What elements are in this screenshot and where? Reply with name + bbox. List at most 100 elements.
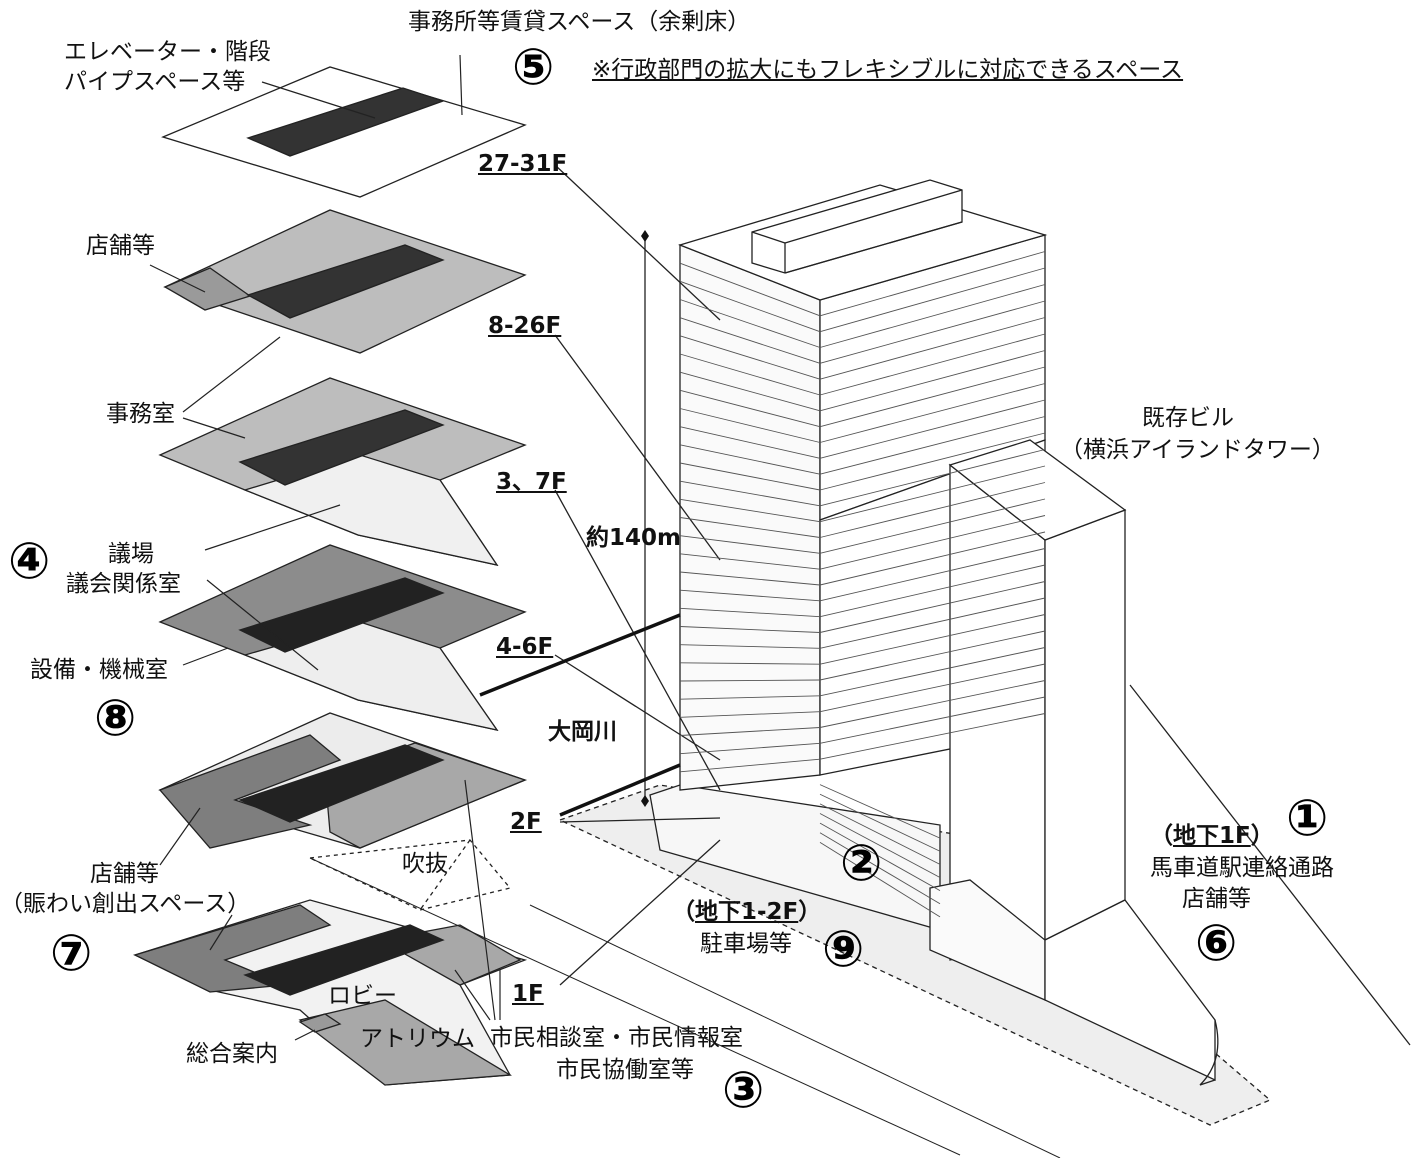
tower-left-floor-line bbox=[679, 589, 821, 602]
floor-plate-2f bbox=[158, 712, 527, 911]
tower-left-floor-line bbox=[679, 426, 821, 459]
tower-left-floor-line bbox=[679, 389, 821, 428]
assembly-label-line1: 議場 bbox=[108, 541, 154, 567]
marker-2: ② bbox=[840, 834, 883, 892]
passage-label-line3: 店舗等 bbox=[1182, 886, 1251, 912]
passage-label-line1: （地下1F） bbox=[1150, 823, 1274, 849]
tower-left-floor-line bbox=[679, 571, 821, 586]
shops-upper-label: 店舗等 bbox=[86, 233, 155, 259]
floor-plate-1f bbox=[133, 899, 528, 1086]
tower-right-floor-line bbox=[819, 482, 1046, 538]
floor-label-1f: 1F bbox=[512, 981, 544, 1007]
podium-floor-line bbox=[819, 784, 941, 839]
marker-4: ④ bbox=[8, 532, 51, 590]
existing-building-line1: 既存ビル bbox=[1142, 405, 1234, 431]
tower-left-floor-line bbox=[679, 371, 821, 412]
tower-left-floor-line bbox=[679, 758, 821, 773]
tower-left-floor-line bbox=[679, 480, 821, 507]
tower-left-floor-line bbox=[679, 553, 821, 570]
tower-right-floor-line bbox=[819, 333, 1046, 396]
marker-5: ⑤ bbox=[512, 38, 555, 96]
tower-left-floor-line bbox=[679, 262, 821, 317]
tower-right-floor-line bbox=[819, 416, 1046, 475]
elevator-label-line2: パイプスペース等 bbox=[64, 69, 246, 95]
tower-floor-lines bbox=[679, 251, 1046, 918]
marker-8: ⑧ bbox=[94, 689, 137, 747]
tower-right-floor-line bbox=[819, 300, 1046, 364]
tower-left-floor-line bbox=[679, 498, 821, 523]
marker-1: ① bbox=[1286, 789, 1329, 847]
assembly-label-line2: 議会関係室 bbox=[66, 571, 181, 597]
existing-building-line2: （横浜アイランドタワー） bbox=[1060, 437, 1335, 463]
tower-left-floor-line bbox=[679, 462, 821, 491]
tower-left-floor-line bbox=[679, 727, 821, 736]
tower-left-floor-line bbox=[679, 335, 821, 380]
tower-left-floor-line bbox=[679, 535, 821, 554]
equipment-label: 設備・機械室 bbox=[30, 657, 168, 683]
tower-left-floor-line bbox=[679, 280, 821, 333]
floor-plate-27-31f bbox=[161, 66, 527, 198]
citizen-label-line2: 市民協働室等 bbox=[556, 1057, 694, 1083]
height-label: 約140m bbox=[586, 525, 681, 551]
tower-left-floor-line bbox=[679, 408, 821, 443]
parking-label-line1: （地下1-2F） bbox=[672, 899, 822, 925]
rental-note-label: ※行政部門の拡大にもフレキシブルに対応できるスペース bbox=[592, 57, 1184, 83]
tower-right-floor-line bbox=[819, 696, 1046, 744]
floor-plate-4-6f bbox=[158, 544, 527, 731]
floor-label-4-6f: 4-6F bbox=[496, 634, 554, 660]
tower-right-floor-line bbox=[819, 383, 1046, 443]
floor-label-27-31f: 27-31F bbox=[478, 151, 568, 177]
height-top-marker bbox=[641, 230, 649, 242]
rental-space-label: 事務所等賃貸スペース（余剰床） bbox=[408, 9, 751, 35]
tower-right-floor-line bbox=[819, 317, 1046, 380]
tower-right-floor-line bbox=[819, 663, 1046, 713]
floor-label-8-26f: 8-26F bbox=[488, 313, 562, 339]
parking-label-line2: 駐車場等 bbox=[700, 931, 792, 957]
river-label: 大岡川 bbox=[548, 719, 617, 745]
tower-left-floor-line bbox=[679, 742, 821, 755]
atrium-void-label: 吹抜 bbox=[402, 851, 448, 877]
tower-left-floor-line bbox=[679, 607, 821, 618]
floor-plate-8-26f bbox=[163, 209, 527, 354]
elevator-label-line1: エレベーター・階段 bbox=[64, 39, 271, 65]
tower-left-floor-line bbox=[679, 317, 821, 364]
info-desk-label: 総合案内 bbox=[186, 1041, 278, 1067]
bridge-lower bbox=[559, 763, 681, 817]
tower-left-floor-line bbox=[679, 353, 821, 396]
tower-left-floor-line bbox=[679, 517, 821, 538]
tower-right-floor-line bbox=[819, 614, 1046, 665]
tower-right-floor-line bbox=[819, 680, 1046, 728]
tower-left-floor-line bbox=[679, 444, 821, 475]
tower-right-floor-line bbox=[819, 597, 1046, 649]
tower-right-floor-line bbox=[819, 366, 1046, 428]
tower-left-floor-line bbox=[679, 626, 821, 633]
tower-left-floor-line bbox=[679, 695, 821, 700]
podium-floor-line bbox=[819, 813, 941, 878]
tower-right-floor-line bbox=[819, 515, 1046, 570]
lobby-label: ロビー bbox=[328, 983, 397, 1009]
tower-right-floor-line bbox=[819, 399, 1046, 459]
marker-3: ③ bbox=[722, 1061, 765, 1119]
floor-plate-3-7f bbox=[158, 377, 527, 566]
tower-right-floor-line bbox=[819, 713, 1046, 760]
tower-right-floor-line bbox=[819, 284, 1046, 348]
shops-lower-label-line1: 店舗等 bbox=[90, 861, 159, 887]
tower-right-floor-line bbox=[819, 251, 1046, 317]
marker-7: ⑦ bbox=[50, 924, 93, 982]
tower-right-floor-line bbox=[819, 531, 1046, 586]
tower-right-floor-line bbox=[819, 350, 1046, 412]
tower-left-floor-line bbox=[679, 662, 821, 665]
tower-left-floor-line bbox=[679, 679, 821, 682]
tower-left-floor-line bbox=[679, 711, 821, 718]
tower-right-floor-line bbox=[819, 564, 1046, 618]
tower bbox=[309, 164, 1411, 1158]
tower-right-floor-line bbox=[819, 630, 1046, 681]
tower-right-floor-line bbox=[819, 449, 1046, 507]
podium-floor-line bbox=[819, 793, 941, 852]
podium-floor-line bbox=[819, 841, 941, 918]
marker-6: ⑥ bbox=[1195, 914, 1238, 972]
citizen-label-line1: 市民相談室・市民情報室 bbox=[490, 1025, 743, 1051]
marker-9: ⑨ bbox=[822, 920, 865, 978]
tower-right-floor-line bbox=[819, 581, 1046, 633]
